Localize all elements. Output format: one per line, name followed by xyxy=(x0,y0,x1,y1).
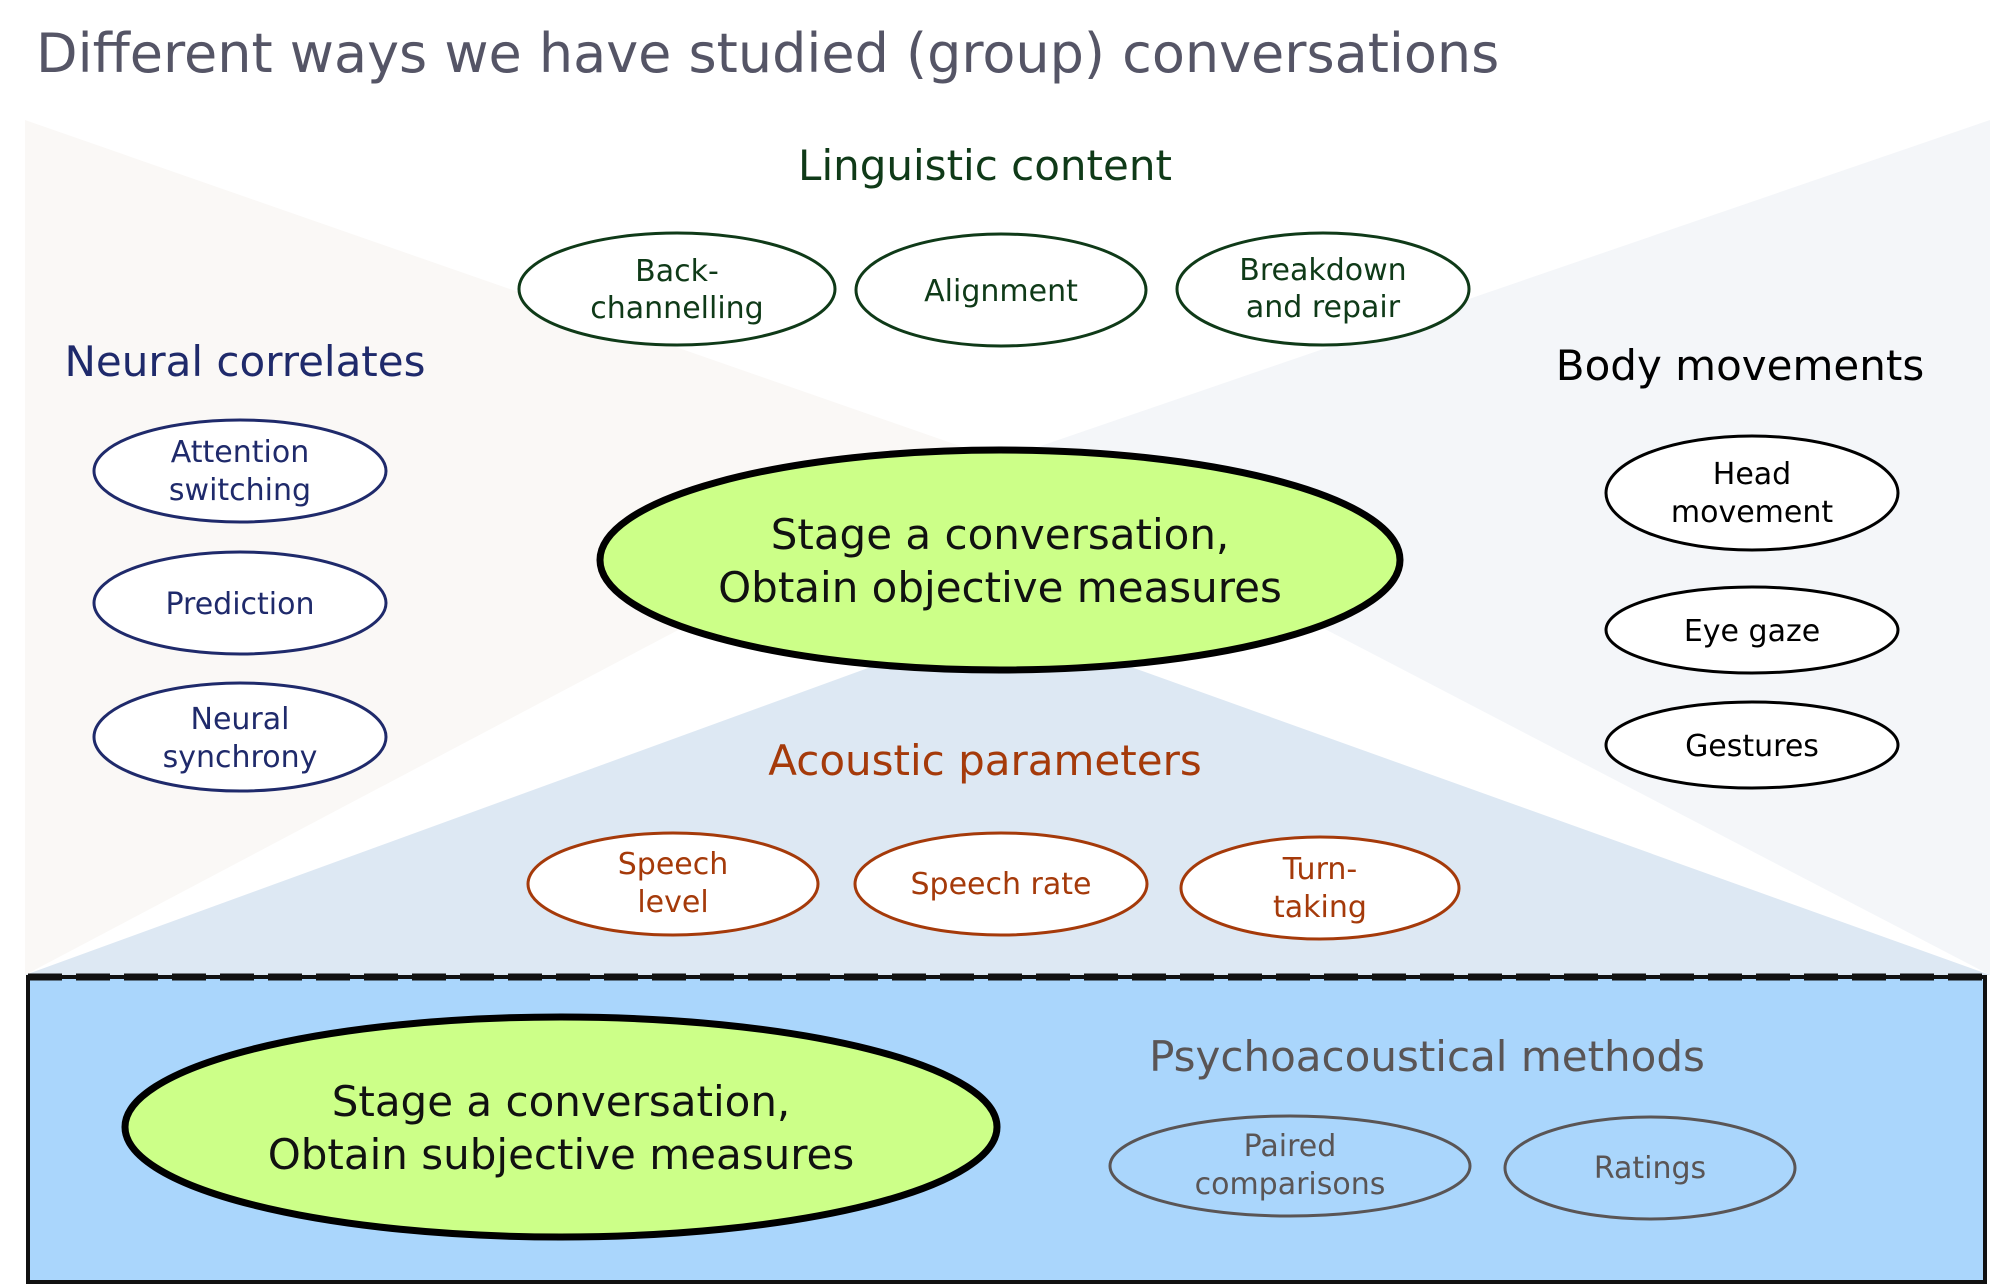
node-label: Head xyxy=(1713,457,1791,492)
node-label: Speech xyxy=(618,847,729,882)
node-label: and repair xyxy=(1246,290,1401,325)
node-label: movement xyxy=(1671,495,1833,530)
node-label: Paired xyxy=(1244,1129,1337,1164)
subjective-line: Stage a conversation, xyxy=(332,1077,791,1126)
linguistic-heading: Linguistic content xyxy=(798,141,1172,190)
node-label: level xyxy=(637,885,708,920)
node-eye-gaze: Eye gaze xyxy=(1604,585,1900,675)
svg-text:Stage a conversation,Obtain su: Stage a conversation,Obtain subjective m… xyxy=(268,1077,855,1179)
subjective-line: Obtain subjective measures xyxy=(268,1130,855,1179)
node-label: Prediction xyxy=(165,587,314,622)
body-heading: Body movements xyxy=(1556,341,1924,390)
node-label: Attention xyxy=(171,435,309,470)
node-label: Ratings xyxy=(1594,1151,1706,1186)
node-label: synchrony xyxy=(163,740,318,775)
objective-measures-ellipse: Stage a conversation,Obtain objective me… xyxy=(596,446,1404,674)
acoustic-heading: Acoustic parameters xyxy=(768,736,1201,785)
node-label: Eye gaze xyxy=(1684,614,1820,649)
svg-text:Turn-taking: Turn-taking xyxy=(1273,852,1367,925)
node-label: Back- xyxy=(635,254,719,289)
node-label: Neural xyxy=(191,702,290,737)
node-label: Turn- xyxy=(1282,852,1357,887)
node-gestures: Gestures xyxy=(1604,700,1900,790)
node-label: Alignment xyxy=(924,274,1078,309)
node-ratings: Ratings xyxy=(1503,1115,1797,1221)
svg-text:Back-channelling: Back-channelling xyxy=(590,254,763,326)
node-label: switching xyxy=(169,473,311,508)
objective-line: Obtain objective measures xyxy=(718,563,1282,612)
node-label: Gestures xyxy=(1685,729,1819,764)
acoustic-region xyxy=(25,620,1990,975)
node-label: taking xyxy=(1273,890,1367,925)
neural-heading: Neural correlates xyxy=(65,337,426,386)
node-back-channelling: Back-channelling xyxy=(517,231,837,347)
svg-text:Stage a conversation,Obtain ob: Stage a conversation,Obtain objective me… xyxy=(718,510,1282,612)
node-turn-taking: Turn-taking xyxy=(1179,835,1461,941)
objective-line: Stage a conversation, xyxy=(771,510,1230,559)
node-label: comparisons xyxy=(1195,1167,1386,1202)
node-speech-rate: Speech rate xyxy=(853,831,1149,937)
psycho-heading: Psychoacoustical methods xyxy=(1149,1032,1705,1081)
node-label: channelling xyxy=(590,291,763,326)
subjective-measures-ellipse: Stage a conversation,Obtain subjective m… xyxy=(121,1013,1001,1241)
node-label: Speech rate xyxy=(911,867,1092,902)
node-alignment: Alignment xyxy=(854,232,1148,348)
page-title: Different ways we have studied (group) c… xyxy=(36,22,1499,85)
node-label: Breakdown xyxy=(1239,253,1406,288)
node-prediction: Prediction xyxy=(92,550,388,656)
